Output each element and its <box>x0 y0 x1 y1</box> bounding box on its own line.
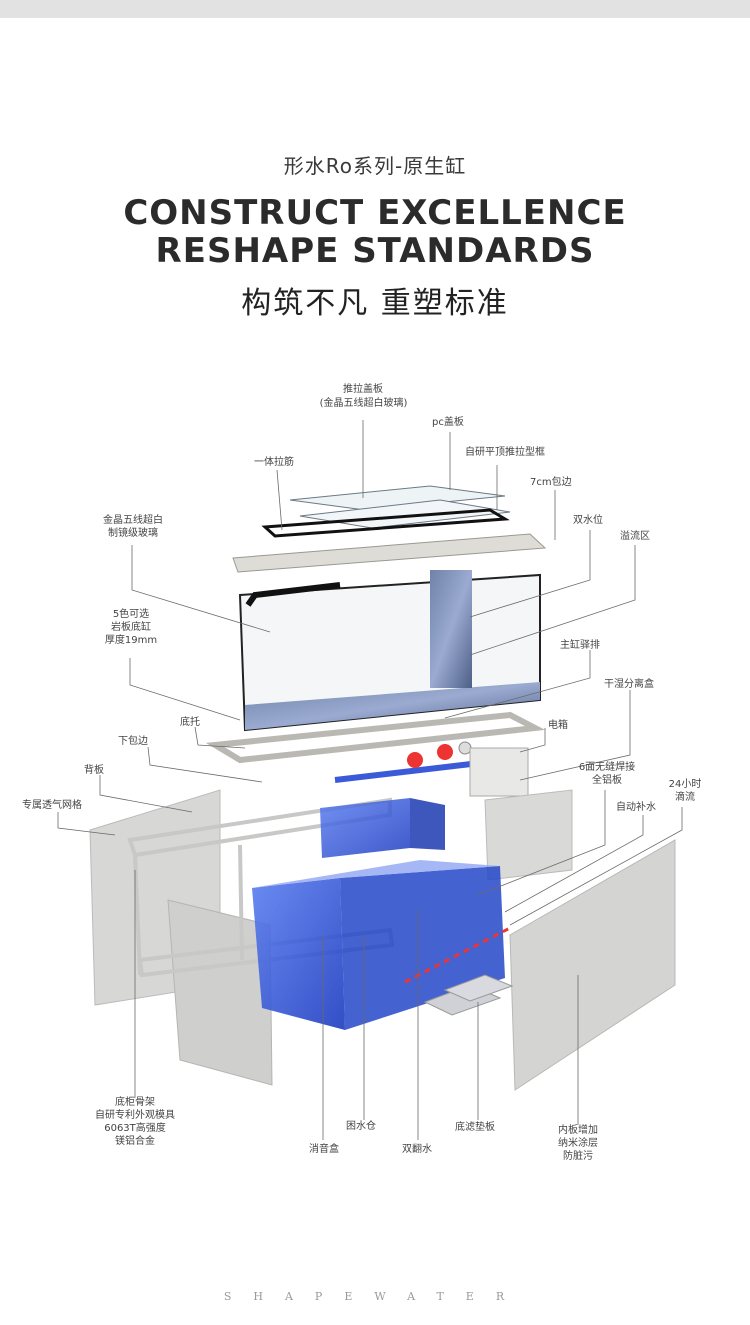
label-cabinet-1: 底柜骨架 <box>115 1097 155 1108</box>
label-elec-box: 电箱 <box>548 720 568 731</box>
right-inner-panel <box>509 839 676 1091</box>
series-subtitle: 形水Ro系列-原生缸 <box>283 154 467 178</box>
headline-cn: 构筑不凡 重塑标准 <box>241 286 509 321</box>
label-rock-3: 厚度19mm <box>104 635 158 646</box>
label-cabinet-3: 6063T高强度 <box>104 1123 166 1134</box>
label-seamless-1: 6面无缝焊接 <box>578 762 636 773</box>
exploded-aquarium-illustration <box>57 420 683 1140</box>
label-cabinet-4: 镁铝合金 <box>115 1136 155 1147</box>
headline-line-1: CONSTRUCT EXCELLENCE <box>123 193 627 233</box>
label-filter-plate: 底滤垫板 <box>455 1122 495 1133</box>
leader-lines <box>57 420 683 1140</box>
label-rock-2: 岩板底缸 <box>111 622 151 633</box>
upper-sump <box>320 798 445 858</box>
filter-plates <box>423 974 514 1016</box>
main-tank <box>238 570 541 732</box>
label-drip-1: 24小时 <box>668 779 702 790</box>
label-main-drain: 主缸驿排 <box>560 640 600 651</box>
label-auto-refill: 自动补水 <box>616 802 656 813</box>
top-edge-frame <box>232 533 547 573</box>
label-glass-1: 金晶五线超白 <box>103 515 163 526</box>
label-glass-2: 制镜级玻璃 <box>108 528 158 539</box>
label-seamless-2: 全铝板 <box>592 775 622 786</box>
label-brace: 一体拉筋 <box>254 457 294 468</box>
label-silencer: 消音盒 <box>309 1144 339 1155</box>
label-inner-1: 内板增加 <box>558 1125 598 1136</box>
sliding-glass-cover <box>261 485 511 538</box>
label-edge-7cm: 7cm包边 <box>530 477 572 488</box>
right-back-panel <box>484 789 573 881</box>
headline-line-2: RESHAPE STANDARDS <box>155 231 595 271</box>
electric-box <box>469 747 529 797</box>
label-inner-3: 防脏污 <box>563 1151 593 1162</box>
label-pc-cover: pc盖板 <box>432 417 464 428</box>
base-tray <box>205 711 546 764</box>
label-back-panel: 背板 <box>84 765 104 776</box>
label-sliding-cover: 推拉盖板 <box>343 384 383 395</box>
label-sump-water: 困水仓 <box>346 1121 376 1132</box>
label-drip-2: 滴流 <box>675 792 695 803</box>
label-lower-edge: 下包边 <box>118 736 148 747</box>
label-inner-2: 纳米涂层 <box>558 1138 598 1149</box>
label-flat-frame: 自研平顶推拉型框 <box>465 447 545 458</box>
label-cabinet-2: 自研专利外观模具 <box>95 1110 175 1121</box>
footer-brand: SHAPEWATER <box>223 1290 527 1303</box>
label-dual-water: 双水位 <box>573 515 603 526</box>
label-rock-1: 5色可选 <box>112 609 150 620</box>
label-double-flip: 双翻水 <box>402 1144 432 1155</box>
label-vent-grid: 专属透气网格 <box>22 800 82 811</box>
label-sliding-cover-sub: (金晶五线超白玻璃) <box>319 398 408 409</box>
label-dry-wet-box: 干湿分离盒 <box>604 679 654 690</box>
label-overflow: 溢流区 <box>620 531 650 542</box>
label-base-tray: 底托 <box>180 717 200 728</box>
top-bar <box>0 0 750 18</box>
